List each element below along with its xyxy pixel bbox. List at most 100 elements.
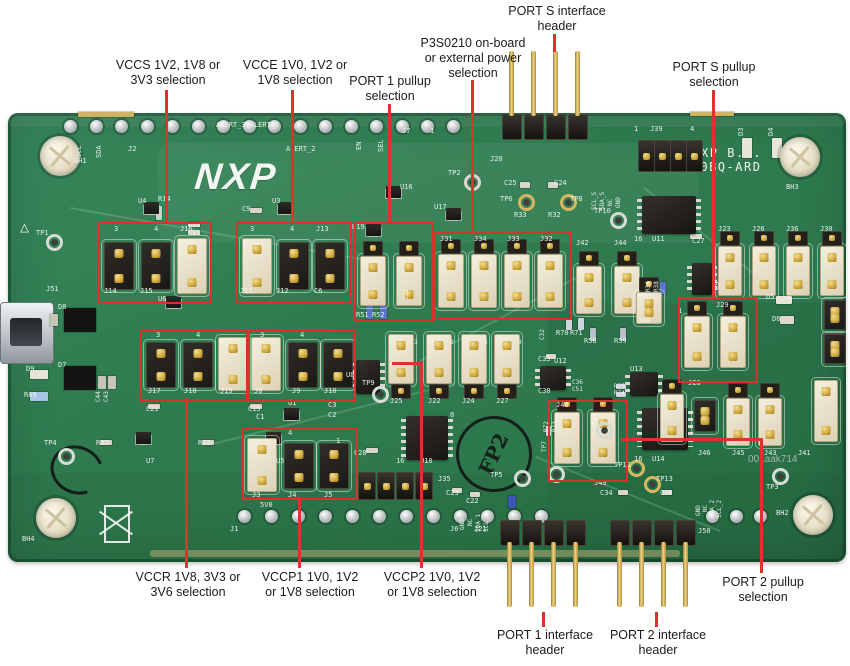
silkscreen-label: J41 [798, 449, 811, 457]
silkscreen-label: TP13 [656, 475, 673, 483]
jumper-pin [728, 352, 738, 361]
jumper-pin [692, 323, 702, 332]
silkscreen-label: J16 [180, 225, 193, 233]
silkscreen-label: J32 [540, 235, 553, 243]
header-pin-pad [675, 152, 682, 160]
silkscreen-label: C44 [95, 391, 102, 402]
chip-U13 [625, 372, 663, 396]
weee-bin [104, 505, 130, 543]
header-J39 [654, 140, 671, 172]
jumper-J49 [587, 409, 619, 467]
jumper-pin [333, 349, 343, 358]
silkscreen-label: J11 [240, 287, 253, 295]
jumper-pin-block [723, 301, 743, 316]
callout-vccs-selection: VCCS 1V2, 1V8 or 3V3 selection [115, 58, 221, 87]
silkscreen-label: C35 [660, 489, 673, 497]
through-hole-pad [454, 510, 467, 523]
through-hole-pad [268, 120, 281, 133]
passive-component [590, 328, 596, 341]
silkscreen-label: SDA_S [599, 191, 606, 210]
jumper-pin [289, 274, 299, 283]
through-hole-pad [293, 120, 307, 133]
jumper-pin [156, 349, 166, 358]
jumper-pin [733, 430, 743, 439]
silkscreen-label: C3 [328, 401, 337, 409]
jumper-J8 [248, 334, 284, 394]
through-hole-pad [64, 120, 77, 133]
header-J39 [638, 140, 655, 172]
silkscreen-label: TP3 [766, 483, 779, 491]
through-hole-pad [730, 510, 743, 523]
passive-component [772, 138, 782, 158]
jumper-pin [114, 249, 124, 258]
through-hole-pad [395, 120, 409, 133]
smd-transistor [446, 208, 461, 220]
callout-vccr-selection: VCCR 1V8, 3V3 or 3V6 selection [135, 570, 241, 599]
silkscreen-label: J36 [786, 225, 799, 233]
header-pin [574, 51, 580, 116]
chip-pins [637, 411, 642, 447]
silkscreen-label: SCL_2 [716, 499, 723, 518]
jumper-pin [830, 348, 840, 357]
silkscreen-label: BH4 [22, 535, 35, 543]
callout-vcce-selection: VCCE 1V0, 1V2 or 1V8 selection [242, 58, 348, 87]
jumper-pin-block [617, 251, 637, 266]
passive-component [202, 440, 214, 445]
header-pin [550, 542, 556, 607]
silkscreen-label: 8 [450, 411, 455, 419]
jumper-pin [404, 263, 414, 272]
jumper-pin-block [754, 231, 774, 246]
silkscreen-label: EN [355, 141, 363, 150]
chip-pins [351, 363, 356, 391]
silkscreen-label: J22 [428, 397, 441, 405]
header-pin [528, 542, 534, 607]
jumper-pin [730, 305, 736, 311]
passive-component [470, 492, 480, 497]
jumper-pin [512, 261, 522, 270]
jumper-J31 [435, 251, 467, 311]
silkscreen-label: J40 [638, 317, 651, 325]
jumper-pin [765, 430, 775, 439]
silkscreen-label: 3 [484, 339, 488, 346]
jumper-pin [404, 290, 414, 299]
mounting-hole-BH4 [36, 498, 76, 538]
silkscreen-label: R71 [570, 329, 583, 337]
jumper-pin [446, 261, 456, 270]
jumper-pin [294, 473, 304, 482]
silkscreen-label: U14 [652, 455, 665, 463]
jumper-J22 [423, 331, 455, 387]
silkscreen-label: 4 [690, 125, 695, 133]
jumper-J36 [783, 243, 813, 299]
silkscreen-label: J28 [688, 379, 701, 387]
jumper-pin-block [788, 231, 808, 246]
jumper-pin [298, 349, 308, 358]
header-pin-pad [691, 152, 698, 160]
silkscreen-label: SEL [377, 139, 385, 152]
jumper-pin [469, 341, 479, 350]
mounting-hole-BH2 [793, 495, 833, 535]
leader-vcce [291, 90, 294, 223]
header-pin [682, 542, 688, 607]
silkscreen-label: D6 [772, 315, 781, 323]
jumper-pin [547, 243, 553, 249]
passive-component [100, 440, 112, 445]
header-pin [508, 51, 514, 116]
silkscreen-label: C28 [354, 449, 367, 457]
chip-pins [637, 199, 642, 231]
silkscreen-label: U16 [400, 183, 413, 191]
test-point [596, 422, 613, 439]
jumper-pin [545, 292, 555, 301]
header-pin [506, 542, 512, 607]
jumper-pin [821, 426, 831, 435]
silkscreen-label: GND [615, 197, 622, 208]
jumper-pin [502, 368, 512, 377]
jumper-J11 [239, 235, 275, 297]
silkscreen-label: J3 [252, 491, 261, 499]
jumper-J44 [611, 263, 643, 317]
silkscreen-label: C25 [504, 179, 517, 187]
passive-component [148, 404, 160, 409]
jumper-pin [252, 278, 262, 287]
through-hole-pad [344, 120, 358, 133]
jumper-pin [228, 375, 238, 384]
